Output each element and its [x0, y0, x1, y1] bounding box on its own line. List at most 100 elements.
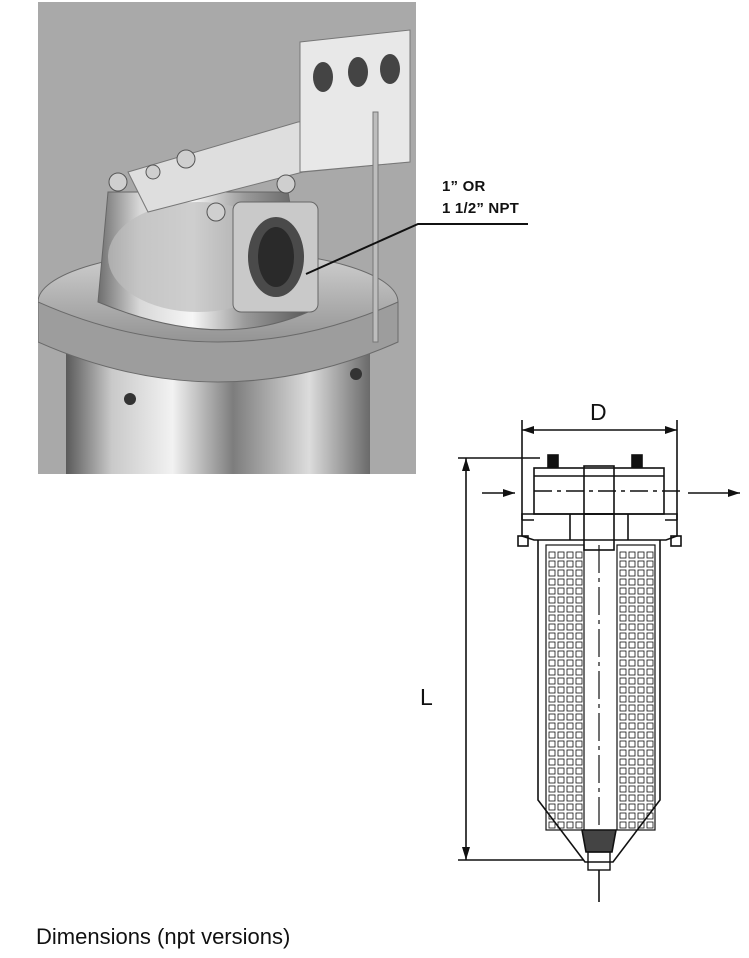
mesh-cell — [548, 614, 556, 622]
mesh-cell — [557, 758, 565, 766]
mesh-cell — [566, 695, 574, 703]
mesh-cell — [628, 686, 636, 694]
bolt-3 — [206, 202, 226, 222]
mesh-cell — [566, 560, 574, 568]
mesh-cell — [566, 767, 574, 775]
mesh-cell — [628, 668, 636, 676]
mesh-cell — [628, 758, 636, 766]
mesh-cell — [566, 704, 574, 712]
mesh-cell — [637, 812, 645, 820]
mesh-cell — [548, 767, 556, 775]
mesh-cell — [575, 677, 583, 685]
mesh-cell — [619, 677, 627, 685]
mesh-cell — [637, 587, 645, 595]
mesh-cell — [619, 551, 627, 559]
mesh-cell — [566, 659, 574, 667]
mesh-cell — [637, 650, 645, 658]
drawing-cap — [521, 513, 678, 541]
mesh-cell — [557, 803, 565, 811]
mesh-cell — [646, 740, 654, 748]
mesh-cell — [548, 704, 556, 712]
mesh-cell — [575, 704, 583, 712]
mesh-cell — [548, 794, 556, 802]
mesh-cell — [557, 605, 565, 613]
mesh-cell — [619, 587, 627, 595]
mesh-cell — [637, 677, 645, 685]
mesh-cell — [557, 641, 565, 649]
mesh-cell — [557, 722, 565, 730]
mesh-cell — [628, 704, 636, 712]
mesh-cell — [566, 803, 574, 811]
mesh-cell — [628, 722, 636, 730]
mesh-cell — [575, 596, 583, 604]
mesh-cell — [548, 659, 556, 667]
mesh-cell — [575, 650, 583, 658]
mesh-cell — [637, 758, 645, 766]
mesh-cell — [557, 650, 565, 658]
mesh-cell — [637, 668, 645, 676]
mesh-cell — [548, 578, 556, 586]
mesh-cell — [557, 695, 565, 703]
mesh-cell — [575, 614, 583, 622]
mesh-cell — [575, 632, 583, 640]
mesh-cell — [548, 587, 556, 595]
mesh-cell — [646, 659, 654, 667]
mesh-cell — [619, 785, 627, 793]
mesh-cell — [548, 686, 556, 694]
mesh-cell — [637, 722, 645, 730]
mesh-cell — [548, 605, 556, 613]
mesh-cell — [575, 659, 583, 667]
mesh-cell — [619, 596, 627, 604]
mesh-cell — [575, 713, 583, 721]
mesh-cell — [557, 668, 565, 676]
mesh-cell — [628, 812, 636, 820]
mesh-cell — [646, 551, 654, 559]
mesh-cell — [628, 650, 636, 658]
mesh-cell — [557, 578, 565, 586]
mesh-cell — [619, 794, 627, 802]
mesh-cell — [575, 605, 583, 613]
mesh-cell — [566, 650, 574, 658]
mesh-cell — [566, 821, 574, 829]
mesh-cell — [637, 713, 645, 721]
mesh-cell — [566, 713, 574, 721]
mesh-cell — [646, 578, 654, 586]
mesh-cell — [575, 587, 583, 595]
mesh-cell — [548, 551, 556, 559]
mesh-cell — [646, 731, 654, 739]
mesh-cell — [619, 695, 627, 703]
mesh-cell — [619, 812, 627, 820]
mesh-cell — [566, 677, 574, 685]
mesh-cell — [619, 623, 627, 631]
mesh-cell — [619, 749, 627, 757]
mesh-cell — [566, 785, 574, 793]
connection-size-label-line-2: 1 1/2” NPT — [442, 200, 520, 217]
mesh-cell — [628, 587, 636, 595]
mesh-cell — [575, 695, 583, 703]
mesh-cell — [566, 731, 574, 739]
housing-cap-rim — [38, 301, 399, 383]
mesh-cell — [575, 785, 583, 793]
mesh-cell — [628, 569, 636, 577]
mesh-cell — [637, 821, 645, 829]
mesh-cell — [566, 668, 574, 676]
mesh-cell — [575, 803, 583, 811]
mesh-cell — [557, 740, 565, 748]
mesh-cell — [557, 587, 565, 595]
mesh-cell — [566, 596, 574, 604]
mesh-cell — [637, 623, 645, 631]
mesh-cell — [619, 803, 627, 811]
housing-body — [66, 352, 370, 474]
mesh-cell — [557, 812, 565, 820]
mesh-cell — [548, 803, 556, 811]
bolt-1 — [108, 172, 128, 192]
mesh-cell — [619, 605, 627, 613]
mesh-cell — [575, 722, 583, 730]
length-label: L — [420, 684, 433, 710]
mesh-cell — [548, 731, 556, 739]
mesh-cell — [566, 551, 574, 559]
mesh-cell — [557, 551, 565, 559]
mesh-cell — [575, 731, 583, 739]
mesh-cell — [575, 560, 583, 568]
callout-leader-line — [305, 223, 528, 275]
